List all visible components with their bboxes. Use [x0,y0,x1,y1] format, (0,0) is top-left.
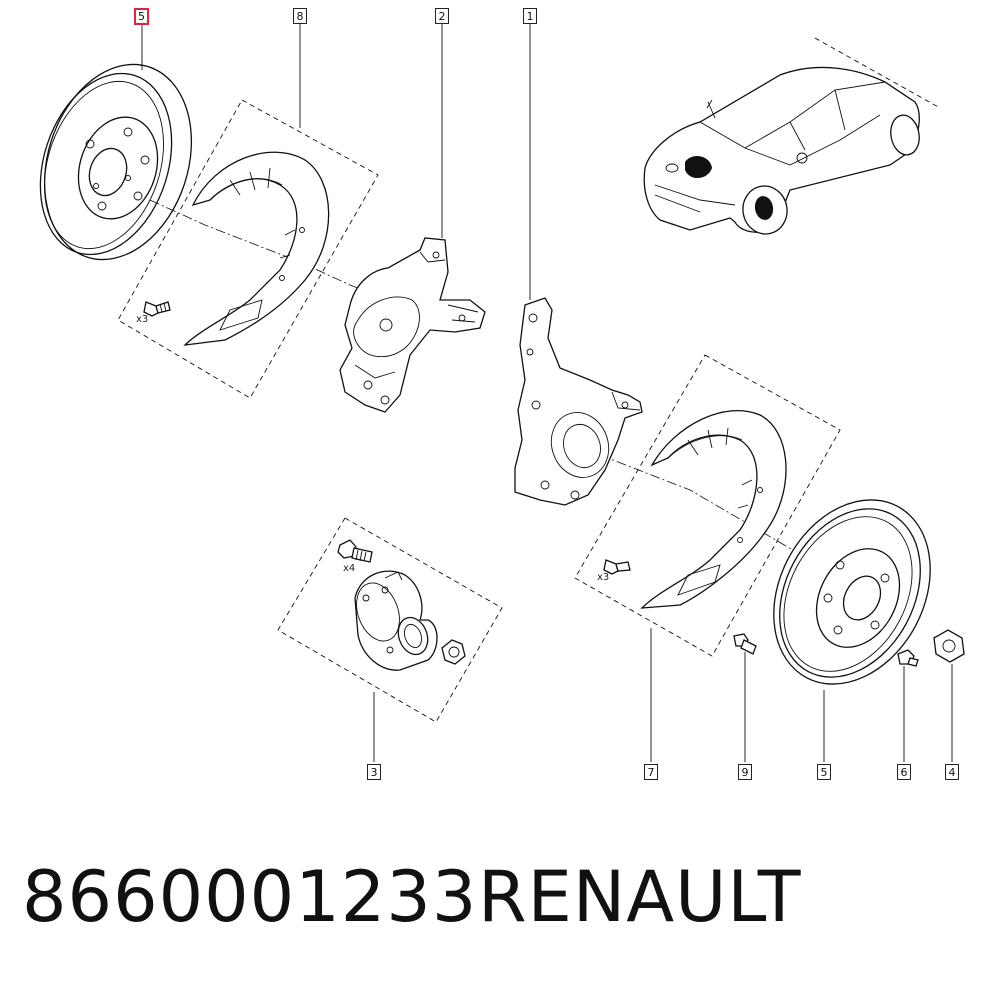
callout-2[interactable]: 2 [435,8,449,24]
shield-8-group-box [117,99,379,399]
steering-knuckle-1[interactable] [514,297,643,506]
callout-4[interactable]: 4 [945,764,959,780]
hub-group-box [277,517,503,723]
brand-name: RENAULT [478,856,802,938]
brake-disc-left[interactable] [18,45,215,278]
callout-3[interactable]: 3 [367,764,381,780]
steering-knuckle-2[interactable] [339,237,486,413]
qty-shield-bolt-right: x3 [597,572,610,583]
car-illustration [643,37,941,235]
brake-shield-right[interactable] [640,410,787,609]
part-number: 8660001233 [22,856,478,938]
callout-5-top[interactable]: 5 [134,8,149,25]
hub-nut[interactable] [441,639,466,665]
callout-9[interactable]: 9 [738,764,752,780]
wheel-hub[interactable] [349,570,438,671]
brake-disc-right[interactable] [743,473,961,712]
callout-1[interactable]: 1 [523,8,537,24]
shield-bolt-right[interactable] [603,559,631,575]
callout-5-bottom[interactable]: 5 [817,764,831,780]
callout-7[interactable]: 7 [644,764,658,780]
hub-bolt[interactable] [337,539,373,563]
callout-8[interactable]: 8 [293,8,307,24]
leader-lines [141,24,953,762]
shield-7-group-box [574,354,841,657]
brake-shield-left[interactable] [183,151,330,346]
qty-shield-bolt-left: x3 [136,314,149,325]
bolt-6[interactable] [897,649,919,667]
shield-bolt-left[interactable] [143,301,171,317]
hub-nut-4[interactable] [933,629,965,663]
qty-hub-bolt: x4 [343,563,356,574]
bolt-9[interactable] [733,633,757,655]
callout-6[interactable]: 6 [897,764,911,780]
